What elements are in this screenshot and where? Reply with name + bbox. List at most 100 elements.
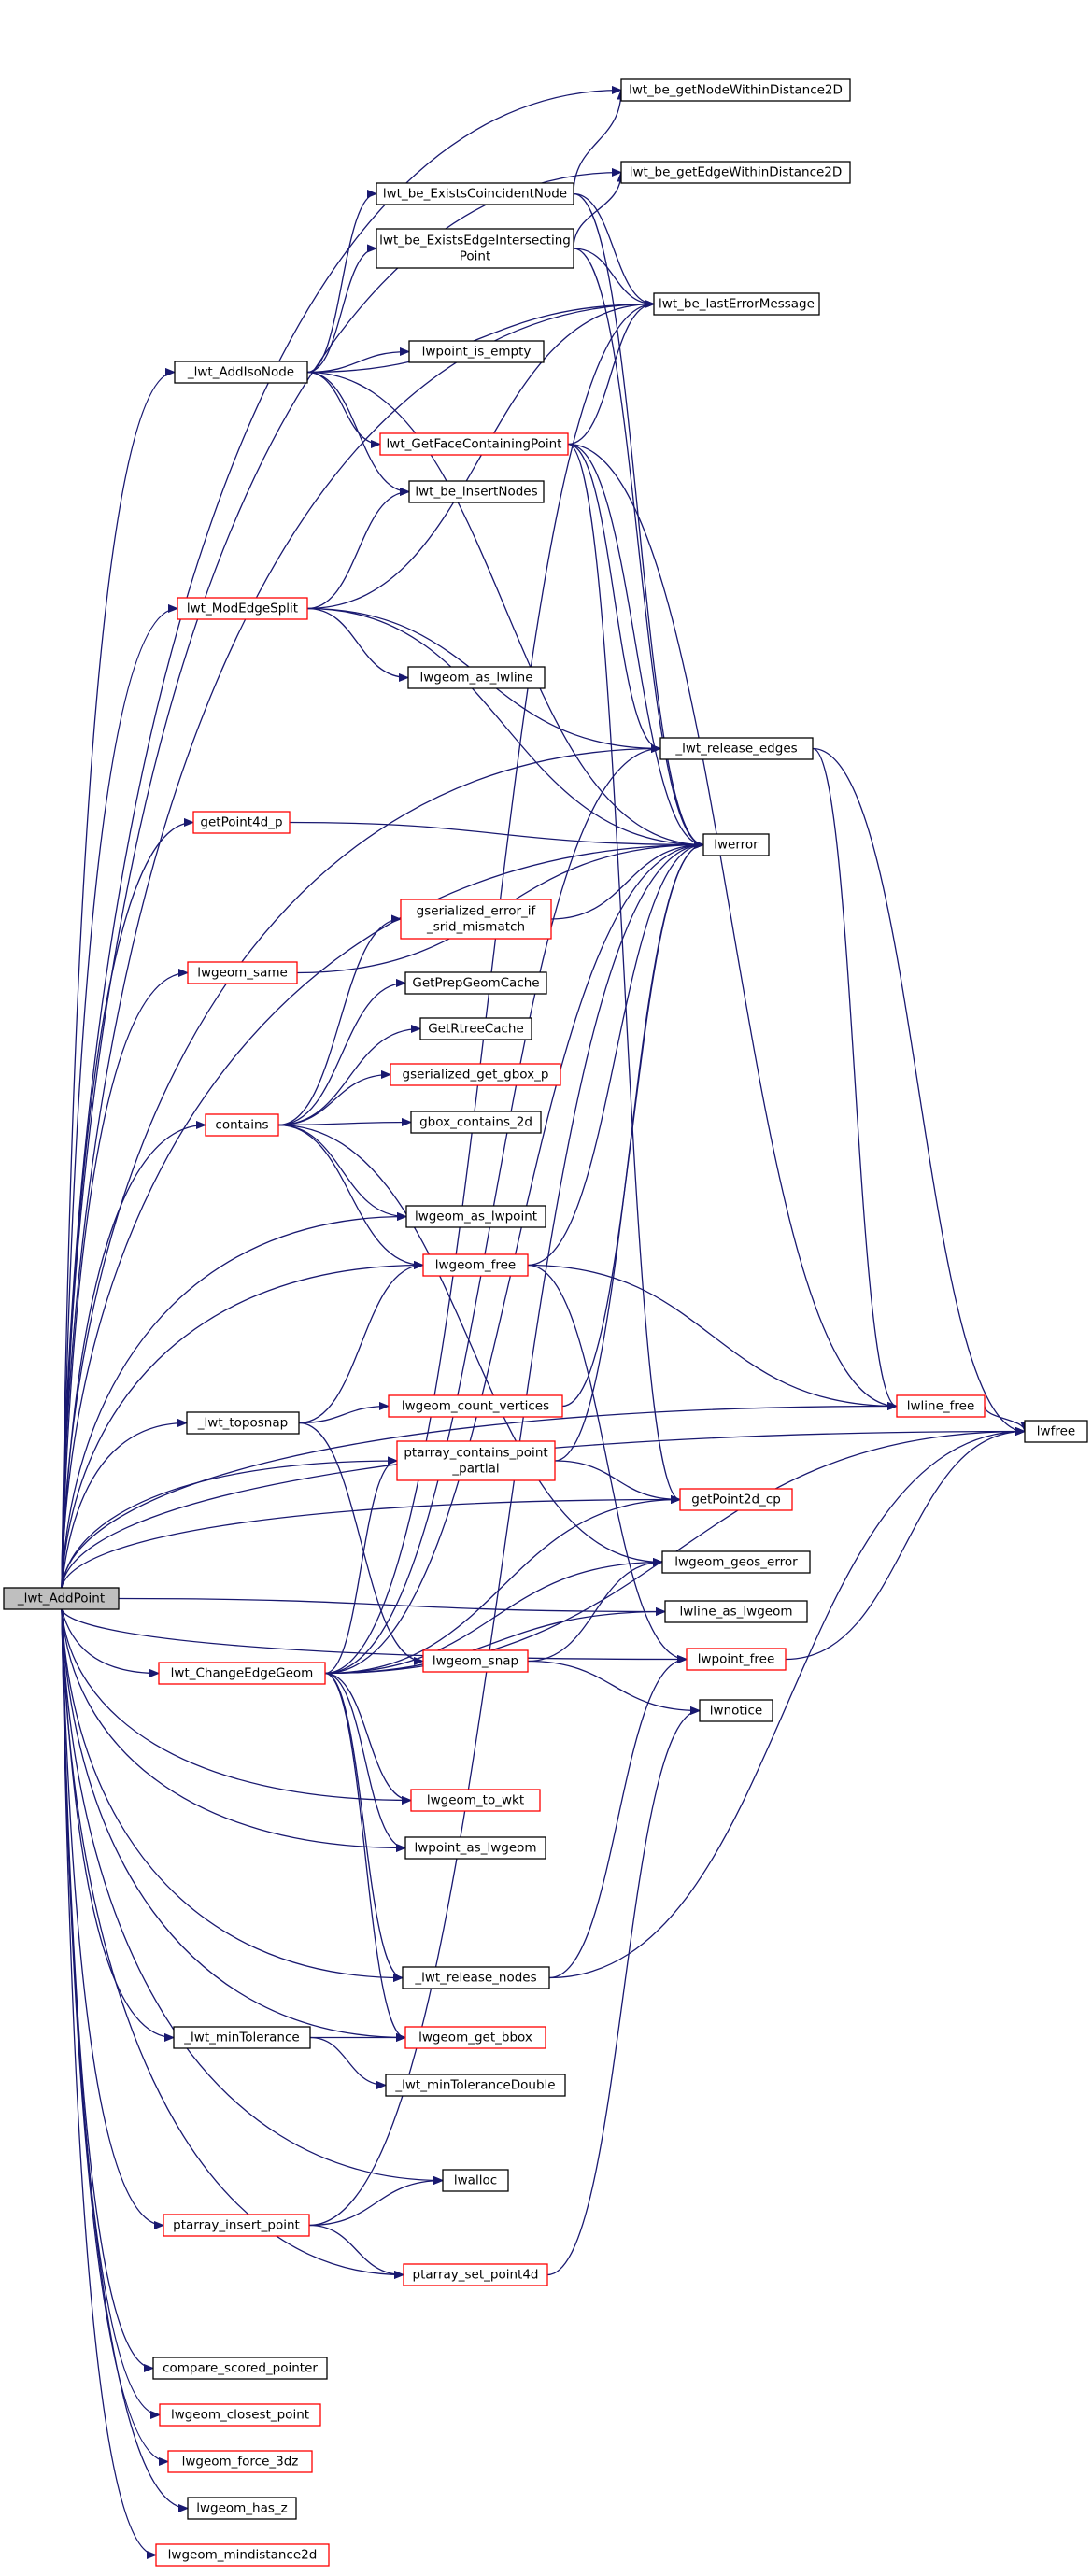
node-box[interactable] [442, 2169, 509, 2192]
node-box[interactable] [664, 1600, 808, 1623]
node-getnode2d[interactable]: lwt_be_getNodeWithinDistance2D [620, 78, 851, 102]
node-box[interactable] [702, 833, 770, 856]
node-force3dz[interactable]: lwgeom_force_3dz [167, 2450, 313, 2473]
node-getpoint4d[interactable]: getPoint4d_p [192, 811, 291, 834]
node-lwerror[interactable]: lwerror [702, 833, 770, 856]
node-aslwline[interactable]: lwgeom_as_lwline [407, 666, 546, 689]
node-box[interactable] [405, 1205, 546, 1228]
node-ptinsert[interactable]: ptarray_insert_point [163, 2214, 310, 2237]
node-box[interactable] [390, 1063, 561, 1086]
node-root[interactable]: _lwt_AddPoint [3, 1587, 120, 1610]
node-box[interactable] [177, 597, 308, 620]
node-box[interactable] [192, 811, 291, 834]
node-towkt[interactable]: lwgeom_to_wkt [410, 1789, 541, 1812]
node-box[interactable] [173, 2026, 311, 2049]
node-box[interactable] [659, 737, 814, 760]
node-lasterr[interactable]: lwt_be_lastErrorMessage [653, 292, 820, 316]
node-prepcache[interactable]: GetPrepGeomCache [404, 971, 547, 995]
node-gboxc[interactable]: gbox_contains_2d [410, 1111, 542, 1134]
node-box[interactable] [419, 1017, 532, 1040]
node-ptset[interactable]: ptarray_set_point4d [403, 2263, 548, 2286]
node-lwlinefree[interactable]: lwline_free [896, 1394, 986, 1418]
node-geoserr[interactable]: lwgeom_geos_error [661, 1550, 811, 1574]
node-releaseedges[interactable]: _lwt_release_edges [659, 737, 814, 760]
node-box[interactable] [404, 971, 547, 995]
node-lwnotice[interactable]: lwnotice [699, 1699, 773, 1722]
node-box[interactable] [376, 228, 574, 269]
node-box[interactable] [410, 1789, 541, 1812]
node-box[interactable] [699, 1699, 773, 1722]
node-lwlineaslwgeom[interactable]: lwline_as_lwgeom [664, 1600, 808, 1623]
node-rtree[interactable]: GetRtreeCache [419, 1017, 532, 1040]
node-box[interactable] [158, 1662, 326, 1685]
node-gbox[interactable]: gserialized_get_gbox_p [390, 1063, 561, 1086]
node-box[interactable] [620, 161, 851, 184]
node-countv[interactable]: lwgeom_count_vertices [388, 1394, 563, 1418]
node-box[interactable] [187, 961, 298, 984]
node-box[interactable] [679, 1488, 793, 1511]
node-aslwpoint[interactable]: lwgeom_as_lwpoint [405, 1205, 546, 1228]
node-box[interactable] [403, 2263, 548, 2286]
node-box[interactable] [661, 1550, 811, 1574]
node-gserr[interactable]: gserialized_error_if_srid_mismatch [400, 899, 552, 940]
node-box[interactable] [404, 2026, 546, 2049]
node-hasz[interactable]: lwgeom_has_z [187, 2497, 297, 2520]
node-lwgsame[interactable]: lwgeom_same [187, 961, 298, 984]
node-box[interactable] [3, 1587, 120, 1610]
node-mintol[interactable]: _lwt_minTolerance [173, 2026, 311, 2049]
node-getedge2d[interactable]: lwt_be_getEdgeWithinDistance2D [620, 161, 851, 184]
node-box[interactable] [896, 1394, 986, 1418]
node-lwgsnap[interactable]: lwgeom_snap [422, 1649, 529, 1673]
node-ptcontains[interactable]: ptarray_contains_point_partial [396, 1440, 556, 1481]
node-box[interactable] [402, 1966, 550, 1989]
node-box[interactable] [174, 361, 308, 384]
node-getbbox[interactable]: lwgeom_get_bbox [404, 2026, 546, 2049]
node-insertnodes[interactable]: lwt_be_insertNodes [408, 480, 545, 503]
node-isempty[interactable]: lwpoint_is_empty [408, 340, 545, 363]
node-box[interactable] [167, 2450, 313, 2473]
node-getface[interactable]: lwt_GetFaceContainingPoint [379, 432, 569, 456]
node-box[interactable] [410, 1111, 542, 1134]
node-box[interactable] [404, 1836, 546, 1860]
node-box[interactable] [187, 2497, 297, 2520]
node-box[interactable] [376, 182, 574, 205]
node-closest[interactable]: lwgeom_closest_point [159, 2403, 321, 2427]
node-box[interactable] [159, 2403, 321, 2427]
node-existsnode[interactable]: lwt_be_ExistsCoincidentNode [376, 182, 574, 205]
node-pointaslwgeom[interactable]: lwpoint_as_lwgeom [404, 1836, 546, 1860]
node-box[interactable] [620, 78, 851, 102]
node-box[interactable] [400, 899, 552, 940]
node-getpoint2d[interactable]: getPoint2d_cp [679, 1488, 793, 1511]
node-box[interactable] [152, 2357, 328, 2380]
node-modedge[interactable]: lwt_ModEdgeSplit [177, 597, 308, 620]
node-box[interactable] [388, 1394, 563, 1418]
node-box[interactable] [155, 2543, 330, 2567]
node-lwgfree[interactable]: lwgeom_free [422, 1253, 529, 1277]
node-box[interactable] [205, 1113, 279, 1137]
node-compare[interactable]: compare_scored_pointer [152, 2357, 328, 2380]
node-box[interactable] [422, 1253, 529, 1277]
node-contains[interactable]: contains [205, 1113, 279, 1137]
node-lwalloc[interactable]: lwalloc [442, 2169, 509, 2192]
node-lwpointfree[interactable]: lwpoint_free [686, 1648, 787, 1671]
node-box[interactable] [379, 432, 569, 456]
node-box[interactable] [163, 2214, 310, 2237]
node-box[interactable] [422, 1649, 529, 1673]
node-releasenodes[interactable]: _lwt_release_nodes [402, 1966, 550, 1989]
node-box[interactable] [385, 2074, 566, 2097]
node-box[interactable] [408, 480, 545, 503]
node-mintoldouble[interactable]: _lwt_minToleranceDouble [385, 2074, 566, 2097]
node-changeedge[interactable]: lwt_ChangeEdgeGeom [158, 1662, 326, 1685]
node-box[interactable] [396, 1440, 556, 1481]
node-box[interactable] [186, 1411, 300, 1435]
node-addiso[interactable]: _lwt_AddIsoNode [174, 361, 308, 384]
node-lwfree[interactable]: lwfree [1024, 1420, 1088, 1443]
node-mindist[interactable]: lwgeom_mindistance2d [155, 2543, 330, 2567]
node-box[interactable] [407, 666, 546, 689]
node-box[interactable] [1024, 1420, 1088, 1443]
node-toposnap[interactable]: _lwt_toposnap [186, 1411, 300, 1435]
node-box[interactable] [653, 292, 820, 316]
node-box[interactable] [686, 1648, 787, 1671]
node-box[interactable] [408, 340, 545, 363]
